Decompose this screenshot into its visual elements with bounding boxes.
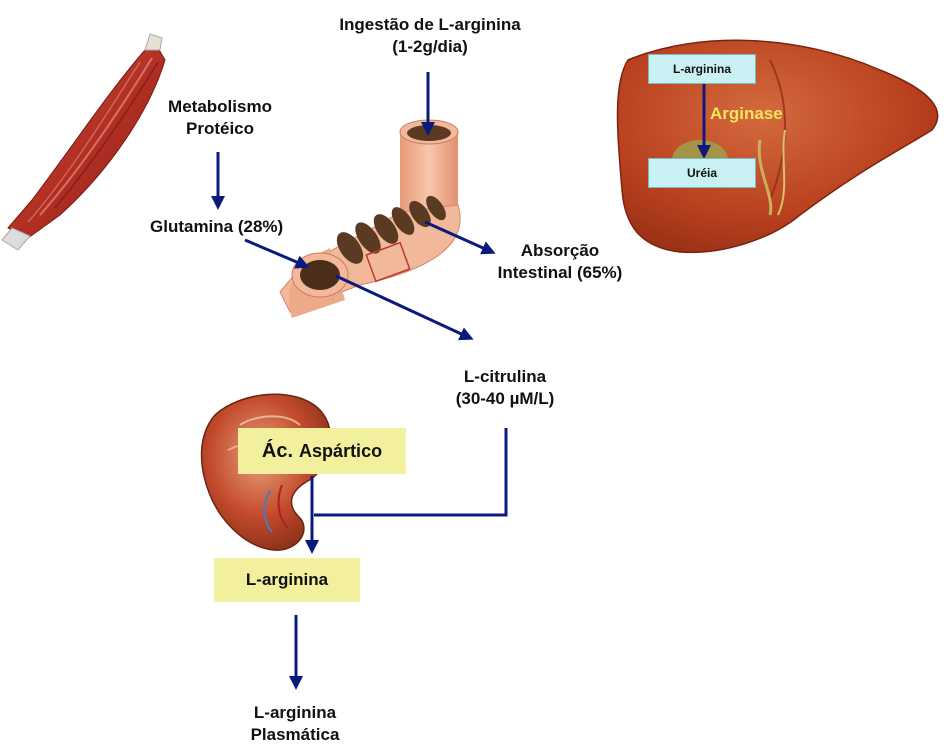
metabolism-line1: Metabolismo [150, 96, 290, 118]
ingestion-line2: (1-2g/dia) [290, 36, 570, 58]
aspartic-prefix: Ác. [262, 440, 293, 463]
arrow-citrulline [336, 276, 470, 338]
arginine-box-label: L-arginina [246, 570, 328, 590]
absorption-label: Absorção Intestinal (65%) [480, 240, 640, 284]
citrulline-line2: (30-40 µM/L) [430, 388, 580, 410]
aspartic-acid-box: Ác. Aspártico [238, 428, 406, 474]
plasma-arginine-label: L-arginina Plasmática [230, 702, 360, 746]
liver-arginine-box: L-arginina [648, 54, 756, 84]
arginase-label: Arginase [710, 104, 783, 124]
metabolism-label: Metabolismo Protéico [150, 96, 290, 140]
absorption-line2: Intestinal (65%) [480, 262, 640, 284]
citrulline-label: L-citrulina (30-40 µM/L) [430, 366, 580, 410]
ingestion-label: Ingestão de L-arginina (1-2g/dia) [290, 14, 570, 58]
liver-urea-label: Uréia [687, 166, 717, 180]
arrow-glutamine [245, 240, 306, 266]
liver-urea-box: Uréia [648, 158, 756, 188]
absorption-line1: Absorção [480, 240, 640, 262]
arginine-box: L-arginina [214, 558, 360, 602]
intestine-illustration [280, 120, 460, 318]
ingestion-line1: Ingestão de L-arginina [290, 14, 570, 36]
aspartic-name: Aspártico [299, 441, 382, 462]
metabolism-line2: Protéico [150, 118, 290, 140]
citrulline-line1: L-citrulina [430, 366, 580, 388]
liver-arginine-label: L-arginina [673, 62, 731, 76]
muscle-illustration [2, 34, 165, 250]
plasma-line1: L-arginina [230, 702, 360, 724]
glutamine-label: Glutamina (28%) [150, 216, 290, 238]
plasma-line2: Plasmática [230, 724, 360, 746]
